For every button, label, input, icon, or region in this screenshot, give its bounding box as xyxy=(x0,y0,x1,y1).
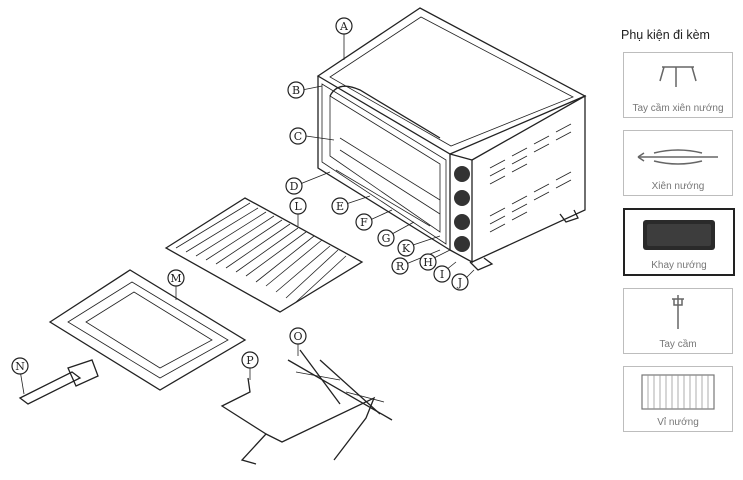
callout-leaders xyxy=(19,34,475,395)
wire-rack xyxy=(164,197,364,313)
skewer-icon xyxy=(637,149,718,165)
baking-tray xyxy=(48,269,247,391)
callout-E: E xyxy=(331,197,349,215)
svg-text:A: A xyxy=(339,20,349,33)
svg-text:N: N xyxy=(15,360,25,373)
accessory-card-skewer-handle: Tay cầm xiên nướng xyxy=(623,52,733,118)
svg-text:G: G xyxy=(382,232,391,245)
svg-text:J: J xyxy=(457,276,462,289)
callout-N: N xyxy=(11,357,29,375)
callout-K: K xyxy=(397,239,415,257)
accessory-card-skewer: Xiên nướng xyxy=(623,130,733,196)
accessory-label: Khay nướng xyxy=(651,260,707,271)
handle-icon xyxy=(672,295,684,329)
callout-P: P xyxy=(241,351,259,369)
svg-text:E: E xyxy=(336,200,344,213)
exploded-oven-diagram: A B C D E F G K R H I J L M N O P xyxy=(11,7,587,465)
callout-R: R xyxy=(391,257,409,275)
accessory-label: Vỉ nướng xyxy=(657,417,699,428)
handle xyxy=(220,377,376,465)
oven-control-knobs xyxy=(454,166,470,252)
svg-text:D: D xyxy=(290,180,299,193)
svg-text:M: M xyxy=(170,272,181,285)
accessory-card-baking-tray: Khay nướng xyxy=(623,208,735,276)
oven-body xyxy=(316,7,587,271)
svg-text:I: I xyxy=(440,268,444,281)
callout-L: L xyxy=(289,197,307,215)
callout-G: G xyxy=(377,229,395,247)
svg-text:B: B xyxy=(292,84,300,97)
accessory-label: Xiên nướng xyxy=(651,181,705,192)
svg-text:K: K xyxy=(402,242,411,255)
accessory-label: Tay cầm xyxy=(659,339,697,350)
skewer-handle-icon xyxy=(659,66,697,87)
accessory-card-wire-rack: Vỉ nướng xyxy=(623,366,733,432)
svg-text:P: P xyxy=(246,354,254,367)
callout-J: J xyxy=(451,273,469,291)
callout-I: I xyxy=(433,265,451,283)
svg-text:C: C xyxy=(294,130,302,143)
skewer-handle xyxy=(18,359,99,405)
baking-tray-icon xyxy=(643,220,715,250)
svg-text:F: F xyxy=(360,216,368,229)
callout-C: C xyxy=(289,127,307,145)
accessory-label: Tay cầm xiên nướng xyxy=(632,103,724,114)
svg-text:R: R xyxy=(396,260,405,273)
accessory-card-handle: Tay cầm xyxy=(623,288,733,354)
callout-D: D xyxy=(285,177,303,195)
callout-A: A xyxy=(335,17,353,35)
svg-text:O: O xyxy=(293,330,302,343)
oven-vents-lower xyxy=(489,171,572,233)
callout-F: F xyxy=(355,213,373,231)
callout-H: H xyxy=(419,253,437,271)
callout-M: M xyxy=(167,269,185,287)
svg-text:L: L xyxy=(294,200,302,213)
svg-text:H: H xyxy=(423,256,433,269)
wire-rack-icon xyxy=(641,374,715,410)
accessories-title: Phụ kiện đi kèm xyxy=(621,28,710,42)
skewer xyxy=(287,349,393,421)
oven-vents-upper xyxy=(489,123,572,185)
callout-B: B xyxy=(287,81,305,99)
callout-O: O xyxy=(289,327,307,345)
accessories-panel: Phụ kiện đi kèm Tay cầm xiên nướng Xiên … xyxy=(615,28,735,444)
